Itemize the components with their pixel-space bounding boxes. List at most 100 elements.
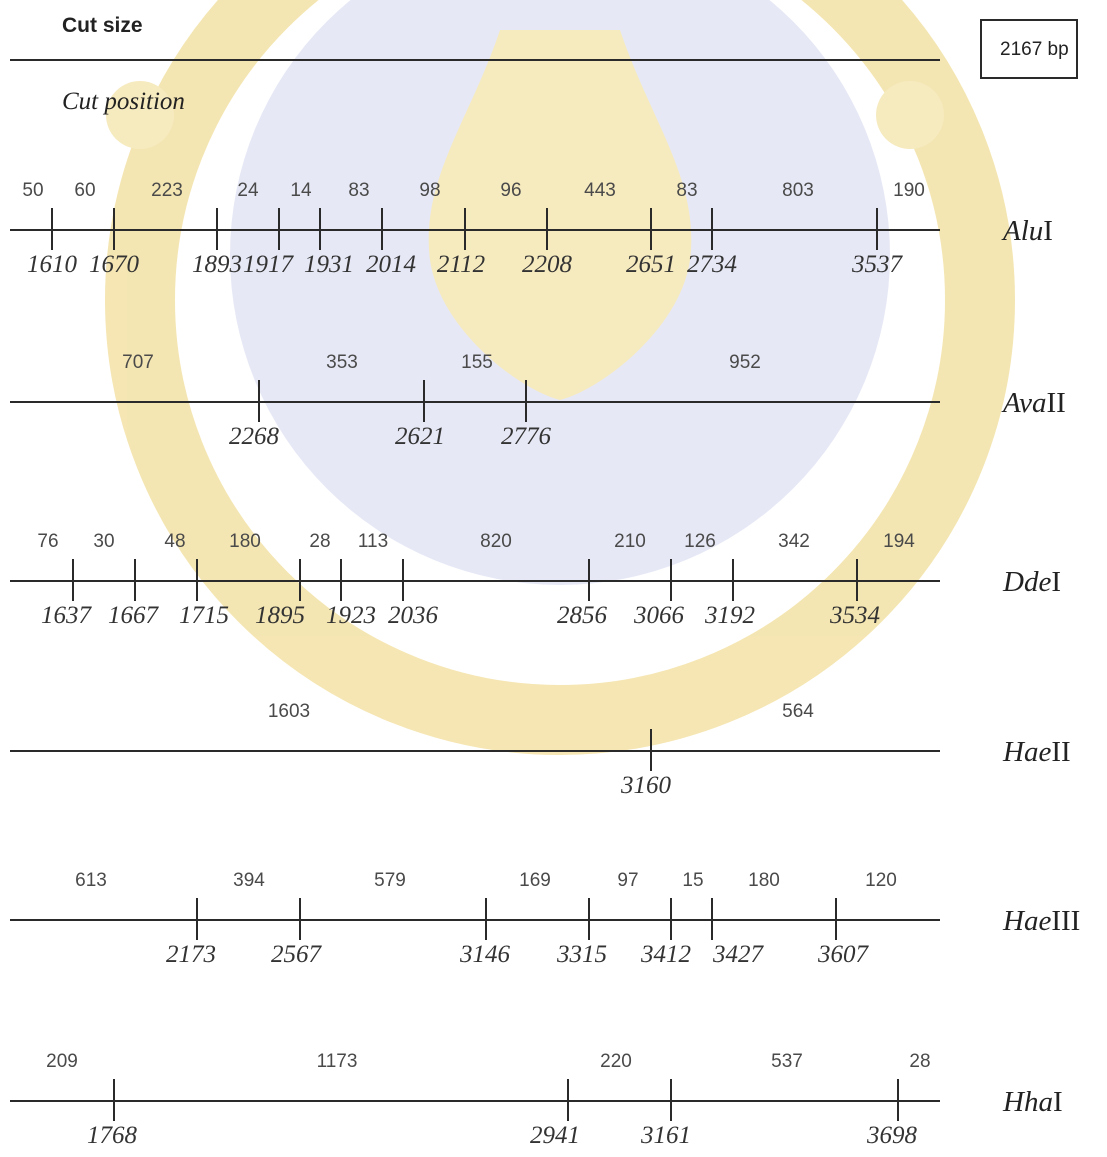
enzyme-name-italic: Alu: [1001, 215, 1043, 247]
cut-position-label: 2734: [687, 251, 737, 278]
cut-position-label: 2112: [437, 251, 485, 278]
fragment-size-label: 210: [614, 531, 646, 552]
total-size-text: 2167 bp: [1000, 39, 1069, 60]
enzyme-map-row: 2173 2567 3146 3315 3412 3427 3607 613 394 579 169…: [10, 870, 1080, 968]
cut-position-label: 2941: [530, 1122, 580, 1149]
fragment-size-label: 394: [233, 870, 265, 891]
enzyme-name-italic: Ava: [1001, 387, 1047, 419]
fragment-size-label: 126: [684, 531, 716, 552]
cut-position-label: 2173: [166, 941, 216, 968]
fragment-size-label: 120: [865, 870, 897, 891]
enzyme-name-italic: Dde: [1002, 566, 1051, 598]
fragment-size-label: 707: [122, 352, 154, 373]
cut-position-label: 2014: [366, 251, 416, 278]
fragment-size-label: 579: [374, 870, 406, 891]
enzyme-name: DdeI: [1002, 566, 1061, 598]
enzyme-name-italic: Hae: [1002, 905, 1051, 937]
cut-position-label: 3315: [556, 941, 607, 968]
fragment-size-label: 28: [909, 1051, 930, 1072]
fragment-size-label: 28: [309, 531, 330, 552]
cut-position-label: 1667: [108, 602, 160, 629]
cut-position-label: 1923: [326, 602, 376, 629]
cut-position-label: 1893: [192, 251, 242, 278]
fragment-size-label: 98: [419, 180, 440, 201]
fragment-size-label: 76: [37, 531, 58, 552]
fragment-size-label: 83: [348, 180, 369, 201]
cut-position-label: 3537: [851, 251, 904, 278]
cut-position-label: 1715: [179, 602, 229, 629]
cut-position-label: 2776: [501, 423, 552, 450]
enzyme-name: HaeII: [1002, 736, 1071, 768]
cut-position-label: 3161: [640, 1122, 691, 1149]
fragment-size-label: 613: [75, 870, 107, 891]
cut-position-label: 1610: [27, 251, 78, 278]
fragment-size-label: 443: [584, 180, 616, 201]
fragment-size-label: 24: [237, 180, 259, 201]
fragment-size-label: 180: [748, 870, 780, 891]
cut-position-label: 3607: [817, 941, 870, 968]
cut-position-label: 3192: [704, 602, 755, 629]
enzyme-name: HhaI: [1002, 1086, 1063, 1118]
cut-position-label: 3534: [829, 602, 880, 629]
cut-position-label: 3698: [866, 1122, 918, 1149]
cut-position-label: 1768: [87, 1122, 138, 1149]
fragment-size-label: 113: [358, 531, 388, 552]
cut-position-label: 1931: [304, 251, 354, 278]
enzyme-name: AluI: [1001, 215, 1053, 247]
fragment-size-label: 60: [74, 180, 95, 201]
enzyme-name-numeral: I: [1053, 1086, 1063, 1118]
fragment-size-label: 180: [229, 531, 261, 552]
enzyme-name-numeral: II: [1047, 387, 1066, 419]
fragment-size-label: 537: [771, 1051, 803, 1072]
fragment-size-label: 30: [93, 531, 114, 552]
fragment-size-label: 97: [617, 870, 638, 891]
fragment-size-label: 169: [519, 870, 551, 891]
cut-position-label: 2651: [626, 251, 676, 278]
cut-position-label: 3427: [712, 941, 765, 968]
cut-position-label: 1917: [243, 251, 295, 278]
cut-position-label: 1895: [255, 602, 305, 629]
enzyme-name-numeral: III: [1051, 905, 1080, 937]
fragment-size-label: 1603: [268, 701, 310, 722]
fragment-size-label: 190: [893, 180, 925, 201]
cut-position-label: 2567: [271, 941, 323, 968]
cut-position-label: 3146: [459, 941, 511, 968]
fragment-size-label: 564: [782, 701, 814, 722]
fragment-size-label: 14: [290, 180, 312, 201]
fragment-size-label: 48: [164, 531, 185, 552]
enzyme-name: HaeIII: [1002, 905, 1080, 937]
fragment-size-label: 952: [729, 352, 761, 373]
cut-position-header: Cut position: [62, 88, 185, 115]
cut-position-label: 1637: [41, 602, 93, 629]
cut-position-label: 1670: [89, 251, 140, 278]
fragment-size-label: 820: [480, 531, 512, 552]
enzyme-name-italic: Hha: [1002, 1086, 1053, 1118]
enzyme-name-numeral: I: [1043, 215, 1053, 247]
cut-position-label: 3066: [633, 602, 685, 629]
cut-position-label: 2036: [388, 602, 439, 629]
cut-size-header: Cut size: [62, 14, 143, 37]
fragment-size-label: 353: [326, 352, 358, 373]
fragment-size-label: 220: [600, 1051, 632, 1072]
enzyme-name: AvaII: [1001, 387, 1066, 419]
cut-position-label: 2621: [395, 423, 445, 450]
total-size-box: 2167 bp: [981, 20, 1077, 78]
fragment-size-label: 223: [151, 180, 183, 201]
fragment-size-label: 342: [778, 531, 810, 552]
fragment-size-label: 96: [500, 180, 521, 201]
cut-position-label: 3160: [620, 772, 672, 799]
fragment-size-label: 194: [883, 531, 915, 552]
fragment-size-label: 803: [782, 180, 814, 201]
enzyme-name-numeral: I: [1051, 566, 1061, 598]
cut-position-label: 2856: [557, 602, 608, 629]
fragment-size-label: 209: [46, 1051, 78, 1072]
fragment-size-label: 1173: [317, 1051, 358, 1072]
cut-position-label: 2268: [229, 423, 280, 450]
fragment-size-label: 155: [461, 352, 493, 373]
enzyme-map-row: 1768 2941 3161 3698 209 1173 220 537 28HhaI: [10, 1051, 1063, 1149]
enzyme-name-italic: Hae: [1002, 736, 1051, 768]
fragment-size-label: 15: [682, 870, 703, 891]
cut-position-label: 3412: [640, 941, 691, 968]
enzyme-name-numeral: II: [1051, 736, 1070, 768]
